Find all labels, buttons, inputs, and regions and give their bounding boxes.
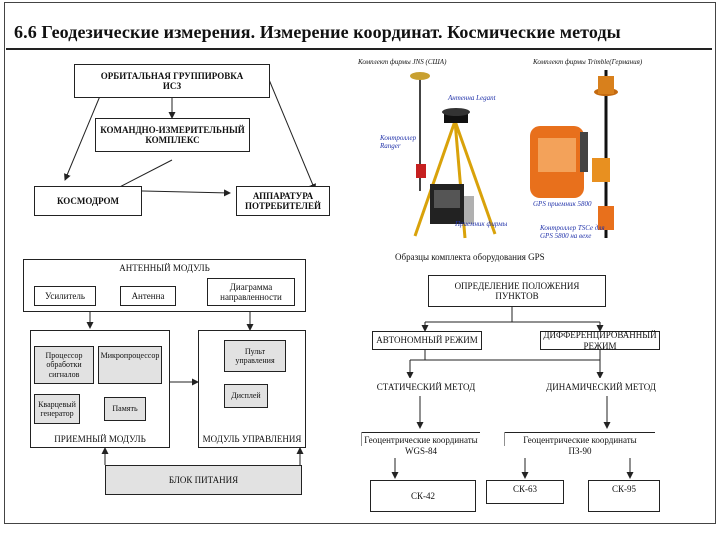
display-box: Дисплей [224,384,268,408]
trimble-kit-title: Комплект фирмы Trimble(Германия) [533,58,643,66]
slide-title: 6.6 Геодезические измерения. Измерение к… [14,22,621,42]
microprocessor-box: Микропроцессор [98,346,162,384]
sk42-box: СК-42 [370,480,476,512]
receiver-label: Приемник фирмы [455,220,508,228]
antenna-box: Антенна [120,286,176,306]
amplifier-box: Усилитель [34,286,96,306]
jns-kit-title: Комплект фирмы JNS (США) [358,58,447,66]
antenna-label: Антенна Legant [448,94,496,102]
jns-tripod-photo [410,72,497,239]
dynamic-method-box: ДИНАМИЧЕСКИЙ МЕТОД [540,378,662,396]
memory-box: Память [104,397,146,421]
photos-caption: Образцы комплекта оборудования GPS [395,252,545,262]
trimble-caption-receiver: GPS приемник 5800 [533,200,592,208]
title-divider [6,48,712,50]
sk63-box: СК-63 [486,480,564,504]
trimble-rover-photo [530,70,618,238]
autonomous-mode-box: АВТОНОМНЫЙ РЕЖИМ [372,331,482,350]
slide-frame [4,2,716,524]
static-method-box: СТАТИЧЕСКИЙ МЕТОД [372,378,480,396]
power-supply-box: БЛОК ПИТАНИЯ [105,465,302,495]
cosmodrome-box: КОСМОДРОМ [34,186,142,216]
sk95-box: СК-95 [588,480,660,512]
